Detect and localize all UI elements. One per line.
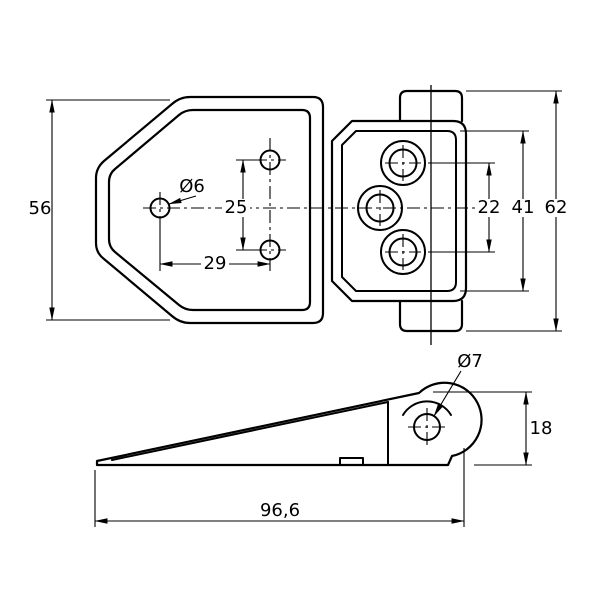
dim-text-hole-diameter: Ø6 (179, 176, 205, 197)
dim-text-overall-length: 96,6 (260, 500, 300, 521)
dim-text-bracket-height: 41 (512, 197, 535, 218)
side-profile-outline (95, 381, 483, 467)
side-view: Ø7 18 96,6 (94, 351, 553, 527)
dim-text-pin-hole-diameter: Ø7 (457, 351, 483, 372)
leader-line-hole-diameter (168, 195, 197, 205)
dim-text-hole-spacing-horizontal: 29 (204, 253, 227, 274)
dim-text-side-height: 18 (530, 418, 553, 439)
hinge-pin-top-outer (380, 140, 426, 186)
bottom-notch (339, 457, 364, 466)
knuckle-inner-arc (402, 400, 452, 416)
dim-text-background (222, 199, 250, 217)
bracket-inner-outline (341, 130, 457, 292)
plate-inner-outline (107, 108, 312, 312)
dim-text-background (509, 199, 537, 217)
dim-text-overall-height: 62 (545, 197, 568, 218)
bracket-outer-outline (330, 119, 468, 303)
dim-text-plate-height: 56 (29, 198, 52, 219)
top-view: 56 Ø6 25 29 22 41 62 (29, 85, 570, 345)
dim-text-hole-spacing-vertical: 25 (225, 197, 248, 218)
leader-line-pin-hole-diameter (433, 370, 462, 417)
leaf-inner-edge (111, 401, 389, 461)
dim-text-background (475, 199, 503, 217)
dim-text-background (201, 255, 229, 273)
dim-text-pin-spacing: 22 (478, 197, 501, 218)
dim-text-background (542, 199, 570, 217)
hinge-pin-bottom-outer (380, 229, 426, 275)
plate-outer-outline (94, 95, 325, 325)
